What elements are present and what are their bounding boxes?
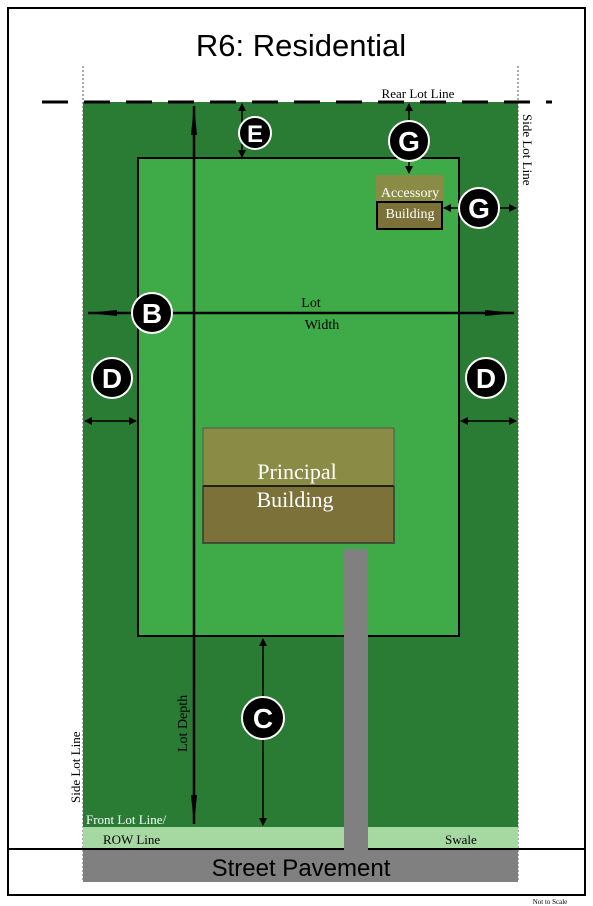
swale-label: Swale — [445, 832, 477, 847]
marker-d-right: D — [465, 357, 507, 399]
page-title: R6: Residential — [196, 28, 406, 63]
marker-e-letter: E — [247, 121, 263, 148]
marker-g-side: G — [458, 187, 500, 229]
marker-g-top: G — [388, 120, 430, 162]
not-to-scale-note: Not to Scale — [533, 898, 568, 906]
marker-g-top-letter: G — [398, 126, 420, 157]
street-pavement-label: Street Pavement — [212, 855, 391, 882]
front-lot-line-label-2: ROW Line — [103, 832, 160, 847]
marker-d-left: D — [91, 357, 133, 399]
street-pavement — [83, 850, 518, 882]
driveway — [344, 549, 368, 850]
accessory-building-label-2: Building — [385, 207, 434, 222]
principal-building-label-1: Principal — [257, 459, 336, 484]
marker-c-letter: C — [253, 703, 273, 734]
accessory-building-label-1: Accessory — [381, 186, 439, 201]
marker-d-right-letter: D — [476, 363, 496, 394]
principal-building-label-2: Building — [256, 487, 333, 512]
marker-g-side-letter: G — [468, 193, 490, 224]
principal-building: Principal Building — [202, 427, 395, 544]
lot-width-label-2: Width — [305, 318, 339, 333]
side-lot-line-left-label: Side Lot Line — [68, 731, 83, 803]
lot-depth-label: Lot Depth — [176, 695, 191, 752]
marker-c: C — [241, 696, 285, 740]
rear-lot-line-label: Rear Lot Line — [382, 86, 455, 101]
marker-b-letter: B — [142, 298, 162, 329]
swale-area — [83, 827, 518, 849]
marker-e: E — [238, 116, 272, 150]
front-lot-line-label-1: Front Lot Line/ — [86, 812, 167, 827]
side-lot-line-right-label: Side Lot Line — [520, 114, 535, 186]
marker-b: B — [131, 292, 173, 334]
marker-d-left-letter: D — [102, 363, 122, 394]
accessory-building: Accessory Building — [376, 175, 443, 230]
lot-width-label-1: Lot — [301, 296, 321, 311]
